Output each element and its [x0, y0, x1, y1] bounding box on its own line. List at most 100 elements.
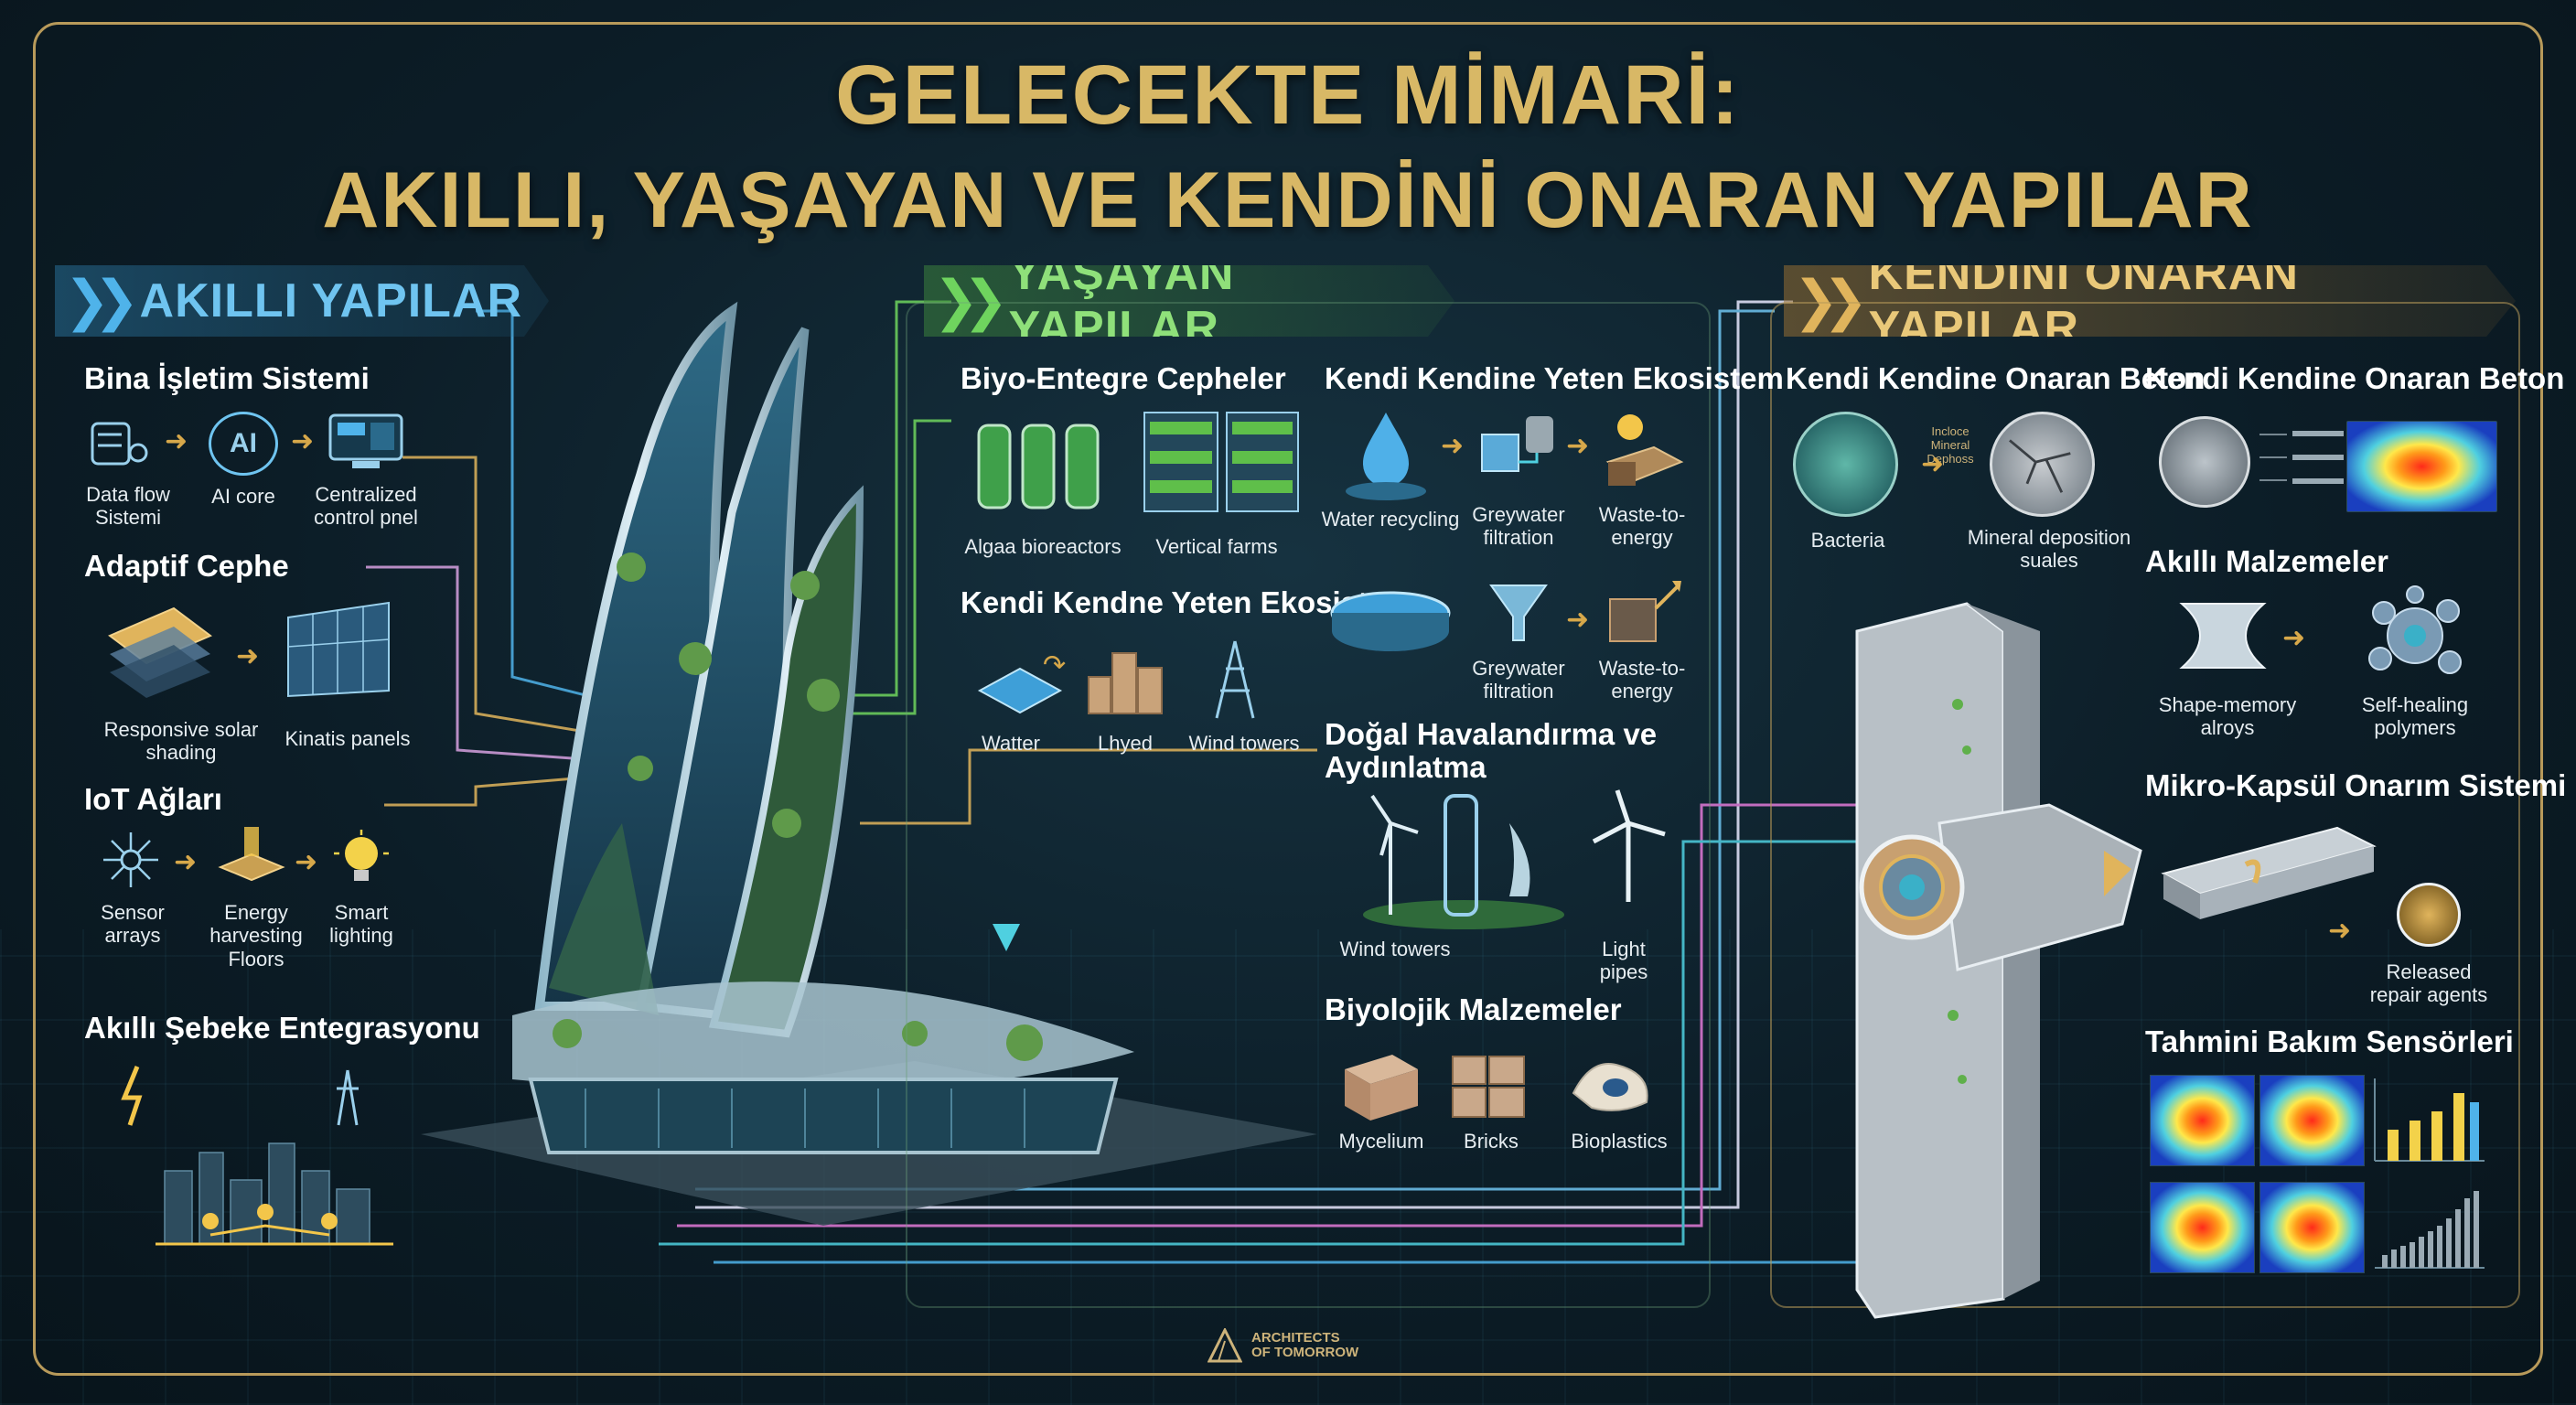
- water-basin-icon: [1326, 576, 1454, 659]
- label-wind-towers-2: Wind towers: [1188, 732, 1300, 755]
- heatmap-sensor-2: [2259, 1075, 2365, 1166]
- kinetic-panels-icon: [279, 599, 398, 700]
- arrow-curved-icon: ↷: [1043, 650, 1067, 681]
- bar-chart-sensor-1: [2369, 1075, 2488, 1166]
- label-smart-lighting: Smart lighting: [329, 901, 393, 948]
- living-panel-frame: [906, 302, 1711, 1308]
- label-bricks: Bricks: [1464, 1130, 1519, 1153]
- label-mycelium: Mycelium: [1338, 1130, 1424, 1153]
- label-algae-bioreactors: Algaa bioreactors: [964, 535, 1122, 558]
- label-light-pipes: Light pipes: [1599, 938, 1648, 984]
- arrow-right-icon: ➜: [291, 426, 315, 456]
- label-bacteria: Bacteria: [1810, 529, 1885, 552]
- section-title-smart-grid: Akıllı Şebeke Entegrasyonu: [84, 1011, 480, 1045]
- steel-beam-icon: [2154, 819, 2383, 928]
- heatmap-sensor-1: [2150, 1075, 2255, 1166]
- footer-line-1: ARCHITECTS: [1251, 1329, 1340, 1346]
- section-title-iot: IoT Ağları: [84, 782, 222, 816]
- heatmap-sensor-4: [2259, 1182, 2365, 1273]
- section-title-predictive-sensors: Tahmini Bakım Sensörleri: [2145, 1024, 2514, 1058]
- banner-smart-structures: ❯❯ AKILLI YAPILAR: [55, 265, 549, 337]
- arrow-right-icon: ➜: [2328, 916, 2352, 946]
- title-line-1: GELECEKTE MİMARİ:: [835, 48, 1741, 142]
- label-mineral-deposition: Mineral deposition suales: [1967, 526, 2131, 573]
- banner-living-label: YAŞAYAN YAPILAR: [1008, 247, 1235, 355]
- control-panel-icon: [325, 410, 407, 474]
- label-shape-memory: Shape-memory alroys: [2158, 693, 2297, 740]
- banner-self-healing-structures: ❯❯ KENDİNİ ONARAN YAPILAR: [1784, 265, 2516, 337]
- section-title-healing-concrete-1: Kendi Kendine Onaran Beton: [1786, 361, 2206, 395]
- arrow-right-icon: ➜: [2282, 623, 2306, 653]
- arrow-right-icon: ➜: [236, 641, 260, 671]
- section-title-bio-materials: Biyolojik Malzemeler: [1325, 992, 1622, 1026]
- bio-bricks-icon: [1445, 1047, 1532, 1125]
- label-kinetic-panels: Kinatis panels: [284, 727, 411, 750]
- data-flow-icon: [87, 416, 151, 471]
- vertical-farm-icon: [1139, 407, 1304, 517]
- microcapsule-diagram-icon: [2259, 416, 2351, 508]
- arrow-right-icon: ➜: [1921, 449, 1945, 479]
- chevron-right-icon: ❯❯: [64, 270, 139, 331]
- label-lhyed: Lhyed: [1098, 732, 1153, 755]
- building-blocks-icon: [1079, 640, 1171, 718]
- banner-healing-label: KENDİNİ ONARAN YAPILAR: [1868, 247, 2299, 355]
- water-drop-icon: [1336, 407, 1436, 503]
- light-bulb-icon: [334, 828, 389, 892]
- wind-tower-icon: [1198, 636, 1272, 723]
- arrow-right-icon: ➜: [1566, 431, 1590, 461]
- arrow-right-icon: ➜: [174, 847, 198, 877]
- wind-turbines-illustration: [1354, 787, 1573, 933]
- section-title-building-os: Bina İşletim Sistemi: [84, 361, 370, 395]
- label-responsive-shading: Responsive solar shading: [103, 718, 259, 765]
- waste-machine-icon: [1601, 572, 1683, 649]
- arrow-right-icon: ➜: [1566, 605, 1590, 635]
- banner-living-structures: ❯❯ YAŞAYAN YAPILAR: [924, 265, 1454, 337]
- smart-grid-city-illustration: [119, 1061, 421, 1271]
- outer-frame: [33, 22, 2543, 1376]
- waste-energy-icon: [1599, 407, 1690, 494]
- arrow-right-icon: ➜: [165, 426, 188, 456]
- label-sensor-arrays: Sensor arrays: [101, 901, 165, 948]
- filter-funnel-icon: [1482, 576, 1555, 649]
- arrow-right-icon: ➜: [1441, 431, 1465, 461]
- label-bioplastics: Bioplastics: [1571, 1130, 1668, 1153]
- architects-logo-icon: [1208, 1328, 1242, 1363]
- bioplastic-icon: [1564, 1047, 1660, 1121]
- bacteria-icon: [1793, 412, 1898, 517]
- energy-floor-icon: [215, 823, 288, 887]
- label-greywater-filtration-1: Greywater filtration: [1472, 503, 1565, 550]
- label-energy-floors: Energy harvesting Floors: [209, 901, 303, 971]
- concrete-sample-icon: [2159, 416, 2250, 508]
- ai-core-icon: AI: [209, 412, 278, 476]
- label-vertical-farms: Vertical farms: [1155, 535, 1278, 558]
- label-data-flow: Data flow Sistemi: [86, 483, 170, 530]
- arrow-right-icon: ➜: [295, 847, 318, 877]
- banner-smart-label: AKILLI YAPILAR: [139, 274, 523, 327]
- bar-chart-sensor-2: [2369, 1182, 2488, 1273]
- heatmap-concrete: [2346, 421, 2497, 512]
- section-title-bio-facades: Biyo-Entegre Cepheler: [961, 361, 1286, 395]
- label-watter: Watter: [982, 732, 1040, 755]
- title-line-2: AKILLI, YAŞAYAN VE KENDİNİ ONARAN YAPILA…: [322, 156, 2254, 244]
- water-grid-icon: [974, 654, 1066, 718]
- label-ai-core: AI core: [211, 485, 275, 508]
- solar-shading-icon: [101, 599, 220, 700]
- light-pipe-turbine-icon: [1573, 787, 1683, 906]
- section-title-natural-ventilation: Doğal Havalandırma ve Aydınlatma: [1325, 717, 1658, 785]
- section-title-healing-concrete-2: Kendi Kendine Onaran Beton: [2145, 361, 2565, 395]
- label-control-panel: Centralized control pnel: [314, 483, 418, 530]
- label-arrow-note: Incloce Mineral Dephoss: [1927, 424, 1974, 466]
- label-wind-towers-1: Wind towers: [1339, 938, 1451, 960]
- heatmap-sensor-3: [2150, 1182, 2255, 1273]
- label-waste-to-energy-1: Waste-to- energy: [1598, 503, 1686, 550]
- footer-logo: ARCHITECTS OF TOMORROW: [1208, 1328, 1390, 1363]
- mycelium-block-icon: [1337, 1047, 1424, 1125]
- label-waste-to-energy-2: Waste-to- energy: [1598, 657, 1686, 703]
- shape-memory-alloy-icon: [2173, 595, 2273, 677]
- section-title-smart-materials: Akıllı Malzemeler: [2145, 544, 2388, 578]
- footer-line-2: OF TOMORROW: [1251, 1345, 1359, 1360]
- algae-bioreactor-icon: [970, 416, 1107, 517]
- section-title-ecosystem-1: Kendi Kendine Yeten Ekosistem: [1325, 361, 1784, 395]
- label-self-healing-polymers: Self-healing polymers: [2361, 693, 2469, 740]
- greywater-filter-icon: [1473, 407, 1564, 489]
